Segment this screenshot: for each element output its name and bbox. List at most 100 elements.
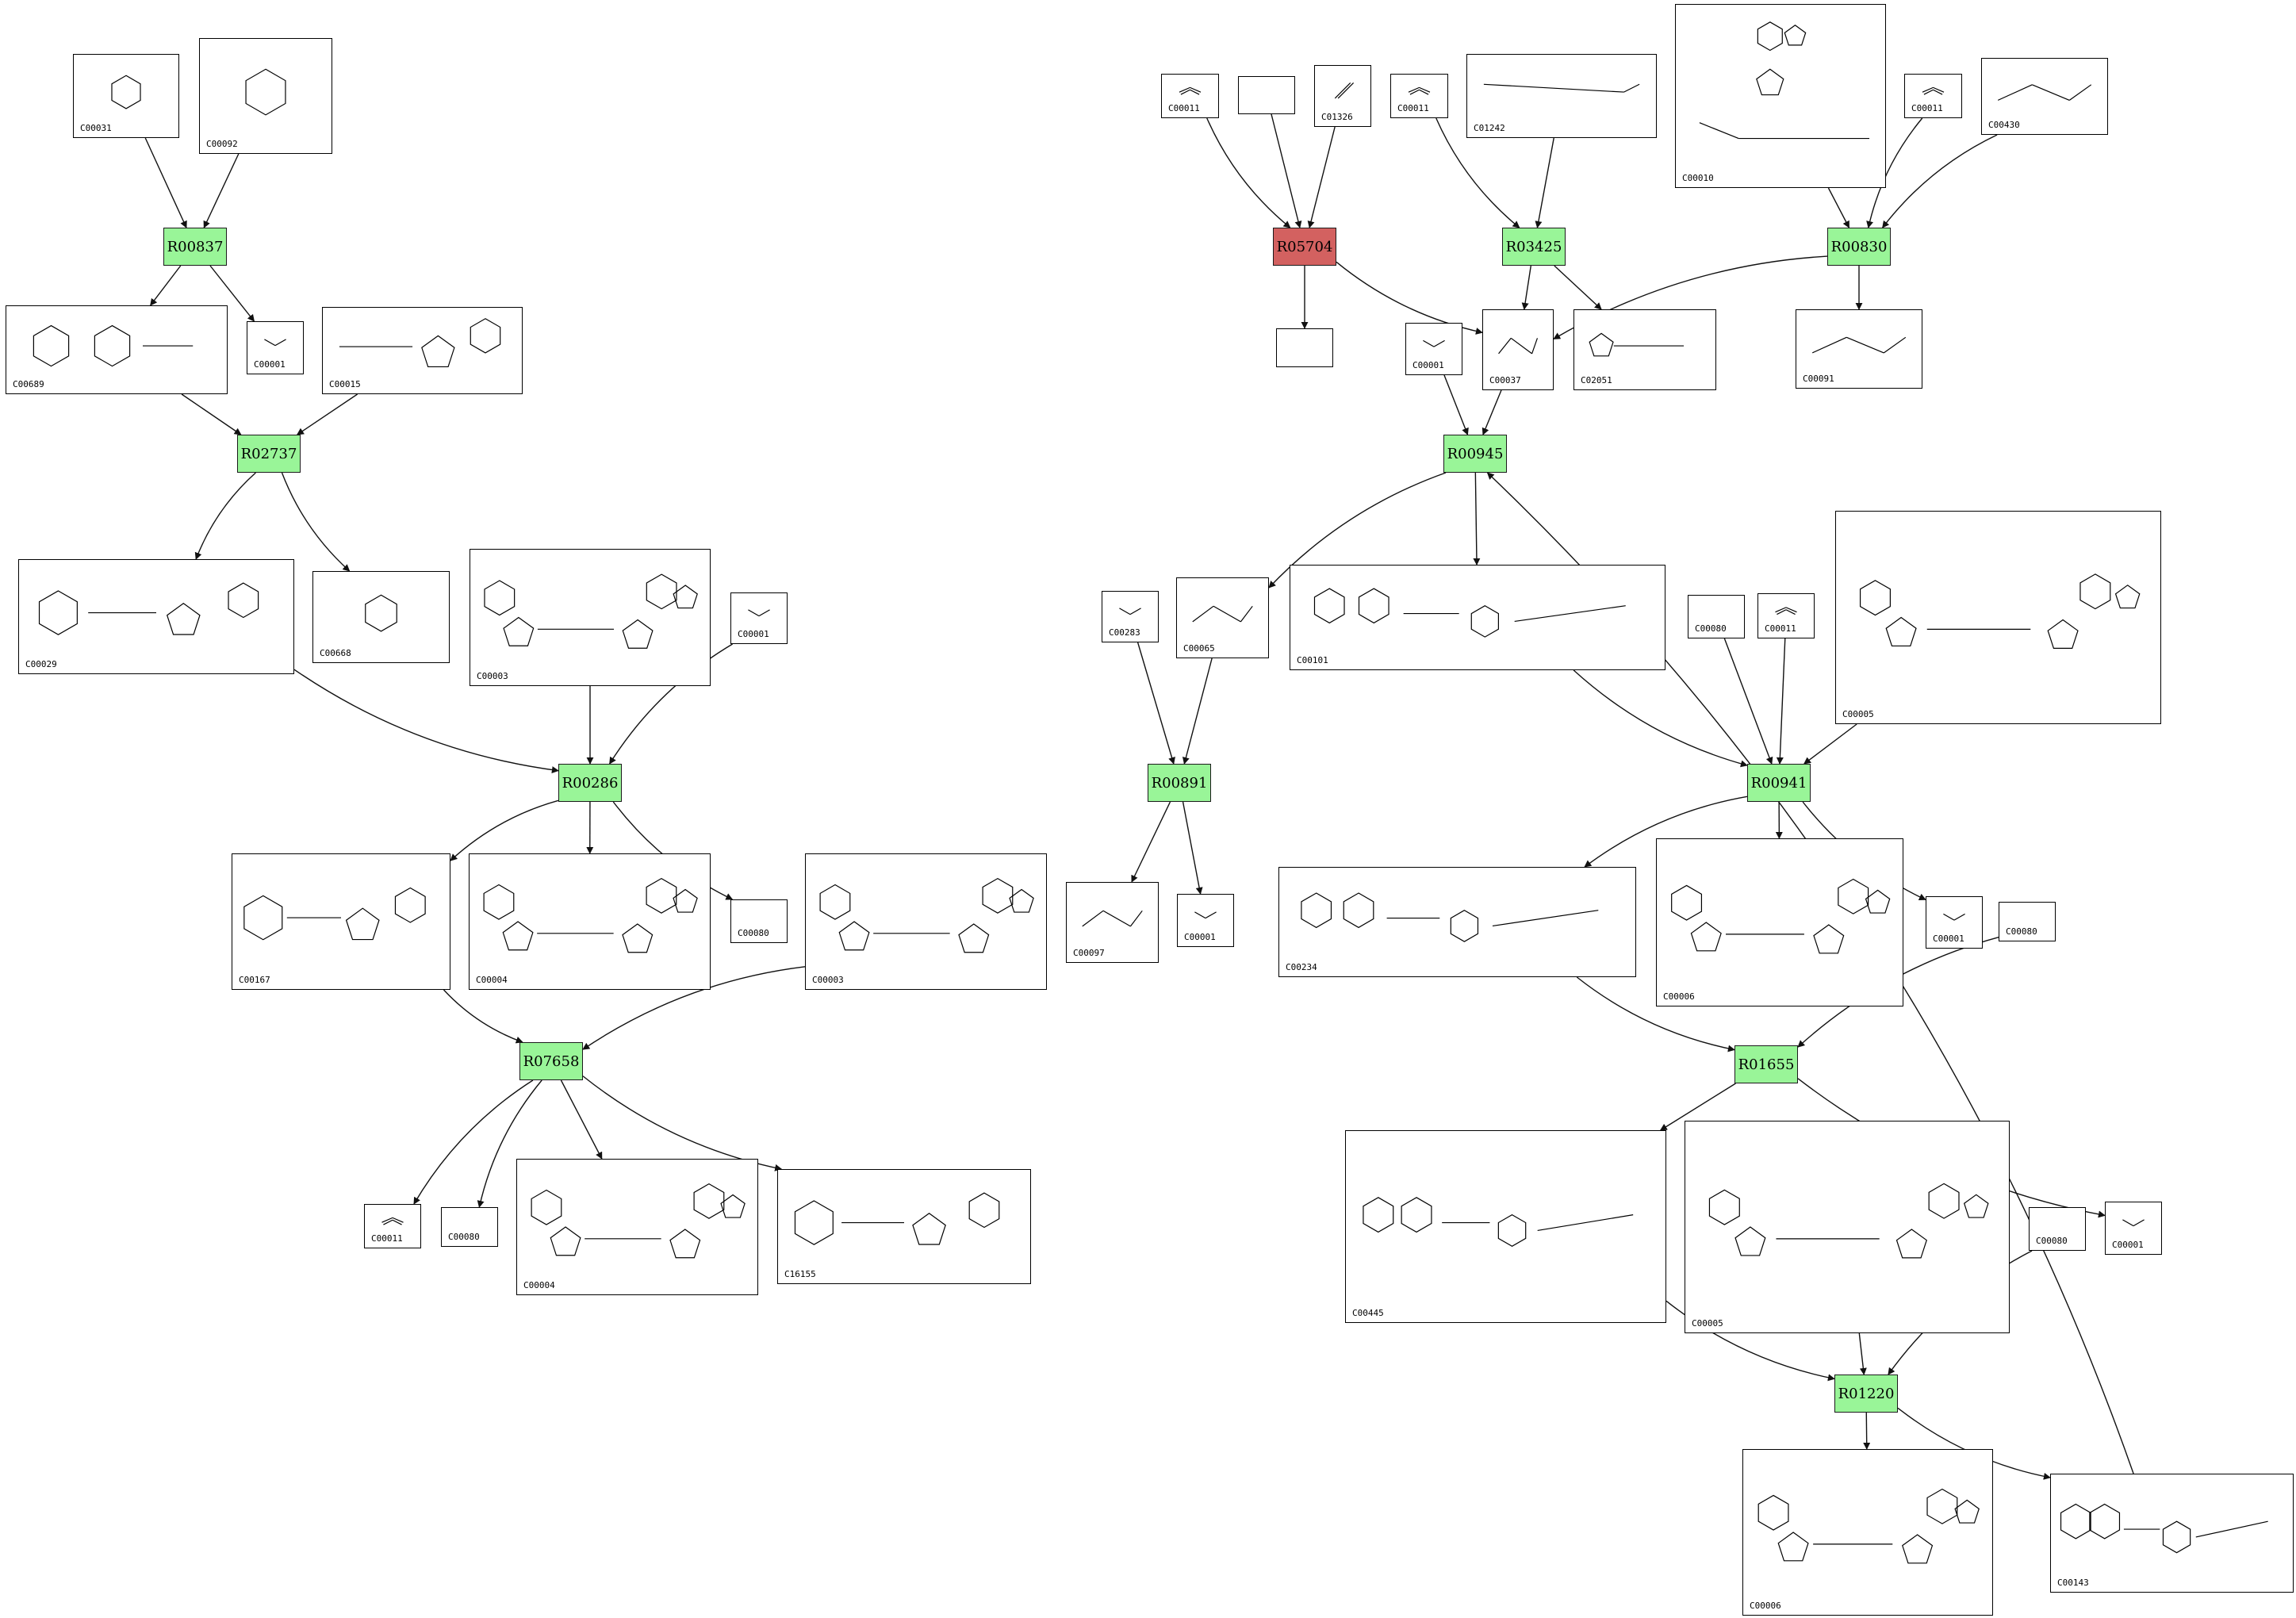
structure-drawing — [794, 1192, 1000, 1245]
compound-box[interactable]: C00037 — [1482, 309, 1554, 390]
compound-box[interactable]: C00015 — [322, 307, 523, 394]
compound-box[interactable]: C00003 — [805, 853, 1047, 990]
reaction-node[interactable]: R00941 — [1747, 764, 1811, 802]
compound-box[interactable]: C00080 — [730, 899, 788, 943]
compound-box[interactable]: C00167 — [232, 853, 450, 990]
reaction-edge — [1659, 1083, 1736, 1131]
compound-box[interactable]: C00006 — [1656, 838, 1903, 1006]
compound-id: C00005 — [1692, 1318, 1723, 1329]
compound-box[interactable]: C00011 — [1904, 74, 1962, 118]
reaction-edge — [1206, 117, 1291, 228]
compound-box[interactable]: C00001 — [1926, 896, 1983, 949]
compound-box[interactable]: C00092 — [199, 38, 332, 154]
compound-id: C00080 — [738, 928, 769, 938]
compound-box[interactable]: C00065 — [1176, 577, 1269, 658]
reaction-node[interactable]: R00830 — [1827, 228, 1891, 266]
compound-box[interactable]: C01326 — [1314, 65, 1371, 127]
compound-id: C00234 — [1286, 962, 1317, 972]
reaction-node[interactable]: R01655 — [1734, 1045, 1798, 1083]
compound-box[interactable]: C00080 — [2029, 1207, 2086, 1251]
reaction-node[interactable]: R03425 — [1502, 228, 1566, 266]
compound-box[interactable] — [1276, 328, 1333, 367]
reaction-node[interactable]: R00891 — [1148, 764, 1211, 802]
compound-box[interactable] — [1238, 76, 1295, 114]
compound-box[interactable]: C00011 — [1390, 74, 1448, 118]
structure-drawing — [1811, 336, 1907, 354]
reaction-node[interactable]: R00286 — [558, 764, 622, 802]
compound-box[interactable]: C00010 — [1675, 4, 1886, 188]
reaction-edge — [150, 265, 182, 306]
structure-drawing — [1423, 339, 1445, 347]
compound-id: C00080 — [1695, 623, 1727, 634]
compound-box[interactable]: C00001 — [247, 321, 304, 374]
compound-box[interactable]: C00689 — [6, 305, 228, 394]
compound-box[interactable]: C00001 — [2105, 1202, 2162, 1255]
compound-box[interactable]: C00005 — [1685, 1121, 2010, 1333]
compound-box[interactable]: C00001 — [1177, 894, 1234, 947]
compound-box[interactable]: C00003 — [470, 549, 711, 686]
structure-drawing — [731, 900, 787, 942]
compound-box[interactable]: C00011 — [1757, 593, 1815, 638]
compound-id: C00001 — [738, 629, 769, 639]
compound-id: C00445 — [1352, 1308, 1384, 1318]
structure-drawing — [1943, 913, 1965, 921]
compound-box[interactable]: C00430 — [1981, 58, 2108, 135]
compound-box[interactable]: C00234 — [1278, 867, 1636, 977]
compound-box[interactable]: C00001 — [1405, 323, 1462, 375]
structure-drawing — [1334, 82, 1355, 99]
reaction-node[interactable]: R01220 — [1834, 1375, 1898, 1413]
compound-box[interactable]: C00004 — [469, 853, 711, 990]
compound-box[interactable]: C00668 — [312, 571, 450, 663]
compound-box[interactable]: C00097 — [1066, 882, 1159, 963]
compound-id: C00003 — [812, 975, 844, 985]
compound-id: C00011 — [1168, 103, 1200, 113]
reaction-node[interactable]: R00945 — [1443, 435, 1507, 473]
structure-drawing — [1313, 588, 1626, 638]
reaction-node[interactable]: R07658 — [519, 1042, 583, 1080]
compound-id: C00080 — [2036, 1236, 2068, 1246]
structure-drawing — [2030, 1208, 2085, 1250]
compound-box[interactable]: C02051 — [1573, 309, 1716, 390]
compound-id: C00015 — [329, 379, 361, 389]
compound-box[interactable]: C00029 — [18, 559, 294, 674]
structure-drawing — [748, 609, 770, 617]
compound-id: C00001 — [1412, 360, 1444, 370]
reaction-node[interactable]: R02737 — [237, 435, 301, 473]
compound-id: C00037 — [1489, 375, 1521, 385]
compound-box[interactable]: C00005 — [1835, 511, 2161, 724]
compound-box[interactable]: C00445 — [1345, 1130, 1666, 1323]
compound-box[interactable]: C00283 — [1102, 591, 1159, 642]
compound-box[interactable]: C00001 — [730, 592, 788, 644]
compound-box[interactable]: C00031 — [73, 54, 179, 138]
structure-drawing — [1699, 21, 1870, 140]
compound-box[interactable]: C00091 — [1796, 309, 1922, 389]
structure-drawing — [243, 887, 426, 941]
compound-id: C01242 — [1474, 123, 1505, 133]
compound-box[interactable]: C00080 — [1688, 595, 1745, 638]
compound-box[interactable]: C00006 — [1742, 1449, 1993, 1616]
reaction-edge — [1576, 976, 1735, 1052]
compound-box[interactable]: C00080 — [441, 1207, 498, 1247]
compound-id: C00143 — [2057, 1578, 2089, 1588]
compound-box[interactable]: C16155 — [777, 1169, 1031, 1284]
compound-box[interactable]: C00101 — [1290, 565, 1665, 670]
compound-box[interactable]: C01242 — [1466, 54, 1657, 138]
structure-drawing — [1194, 911, 1217, 919]
compound-id: C00011 — [371, 1233, 403, 1244]
compound-id: C00283 — [1109, 627, 1140, 638]
compound-box[interactable]: C00143 — [2050, 1474, 2294, 1593]
structure-drawing — [1192, 605, 1253, 623]
compound-id: C16155 — [784, 1269, 816, 1279]
compound-id: C00092 — [206, 139, 238, 149]
compound-id: C02051 — [1581, 375, 1612, 385]
reaction-node[interactable]: R00837 — [163, 228, 227, 266]
compound-box[interactable]: C00004 — [516, 1159, 758, 1295]
reaction-edge — [181, 393, 242, 435]
structure-drawing — [1408, 86, 1431, 95]
compound-id: C00668 — [320, 648, 351, 658]
compound-box[interactable]: C00011 — [1161, 74, 1219, 118]
reaction-edge — [1863, 1412, 1871, 1450]
reaction-node-highlighted[interactable]: R05704 — [1273, 228, 1336, 266]
compound-box[interactable]: C00080 — [1999, 902, 2056, 941]
compound-box[interactable]: C00011 — [364, 1204, 421, 1248]
